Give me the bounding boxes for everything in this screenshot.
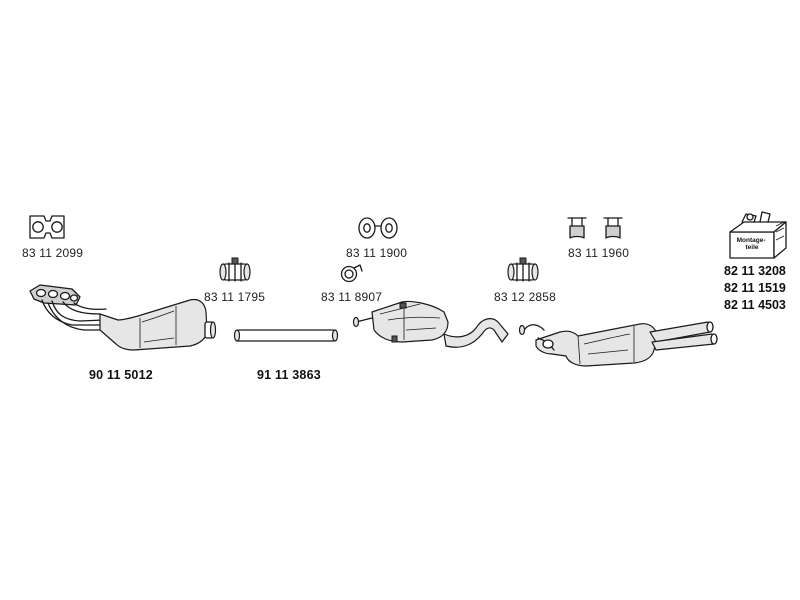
mounting-kit-number: 82 11 1519 (724, 281, 786, 295)
clamp-1 (219, 257, 251, 282)
label-clamp-1: 83 11 1795 (204, 290, 266, 304)
rubber-mount (358, 217, 398, 239)
label-hanger: 83 11 1960 (568, 246, 630, 260)
label-gasket: 83 11 2099 (22, 246, 84, 260)
manifold-pipe-assembly (29, 284, 217, 351)
pipe-clip (340, 264, 363, 283)
rear-silencer (518, 321, 718, 367)
label-manifold-pipe: 90 11 5012 (89, 368, 153, 382)
gasket-flange (29, 215, 65, 239)
hanger-pair (567, 217, 623, 239)
label-clip: 83 11 8907 (321, 290, 383, 304)
middle-pipe (233, 329, 339, 342)
mounting-kit-box-label: Montage- teile (737, 237, 768, 251)
label-clamp-2: 83 12 2858 (494, 290, 557, 304)
mounting-kit-number: 82 11 4503 (724, 298, 786, 312)
middle-silencer (352, 300, 509, 348)
label-rubber-mount: 83 11 1900 (346, 246, 408, 260)
label-middle-pipe: 91 11 3863 (257, 368, 321, 382)
mounting-kit-number: 82 11 3208 (724, 264, 786, 278)
mounting-kit-box: Montage- teile (729, 211, 787, 259)
mounting-kit-numbers: 82 11 3208 82 11 1519 82 11 4503 (724, 263, 786, 314)
clamp-2 (507, 257, 539, 282)
